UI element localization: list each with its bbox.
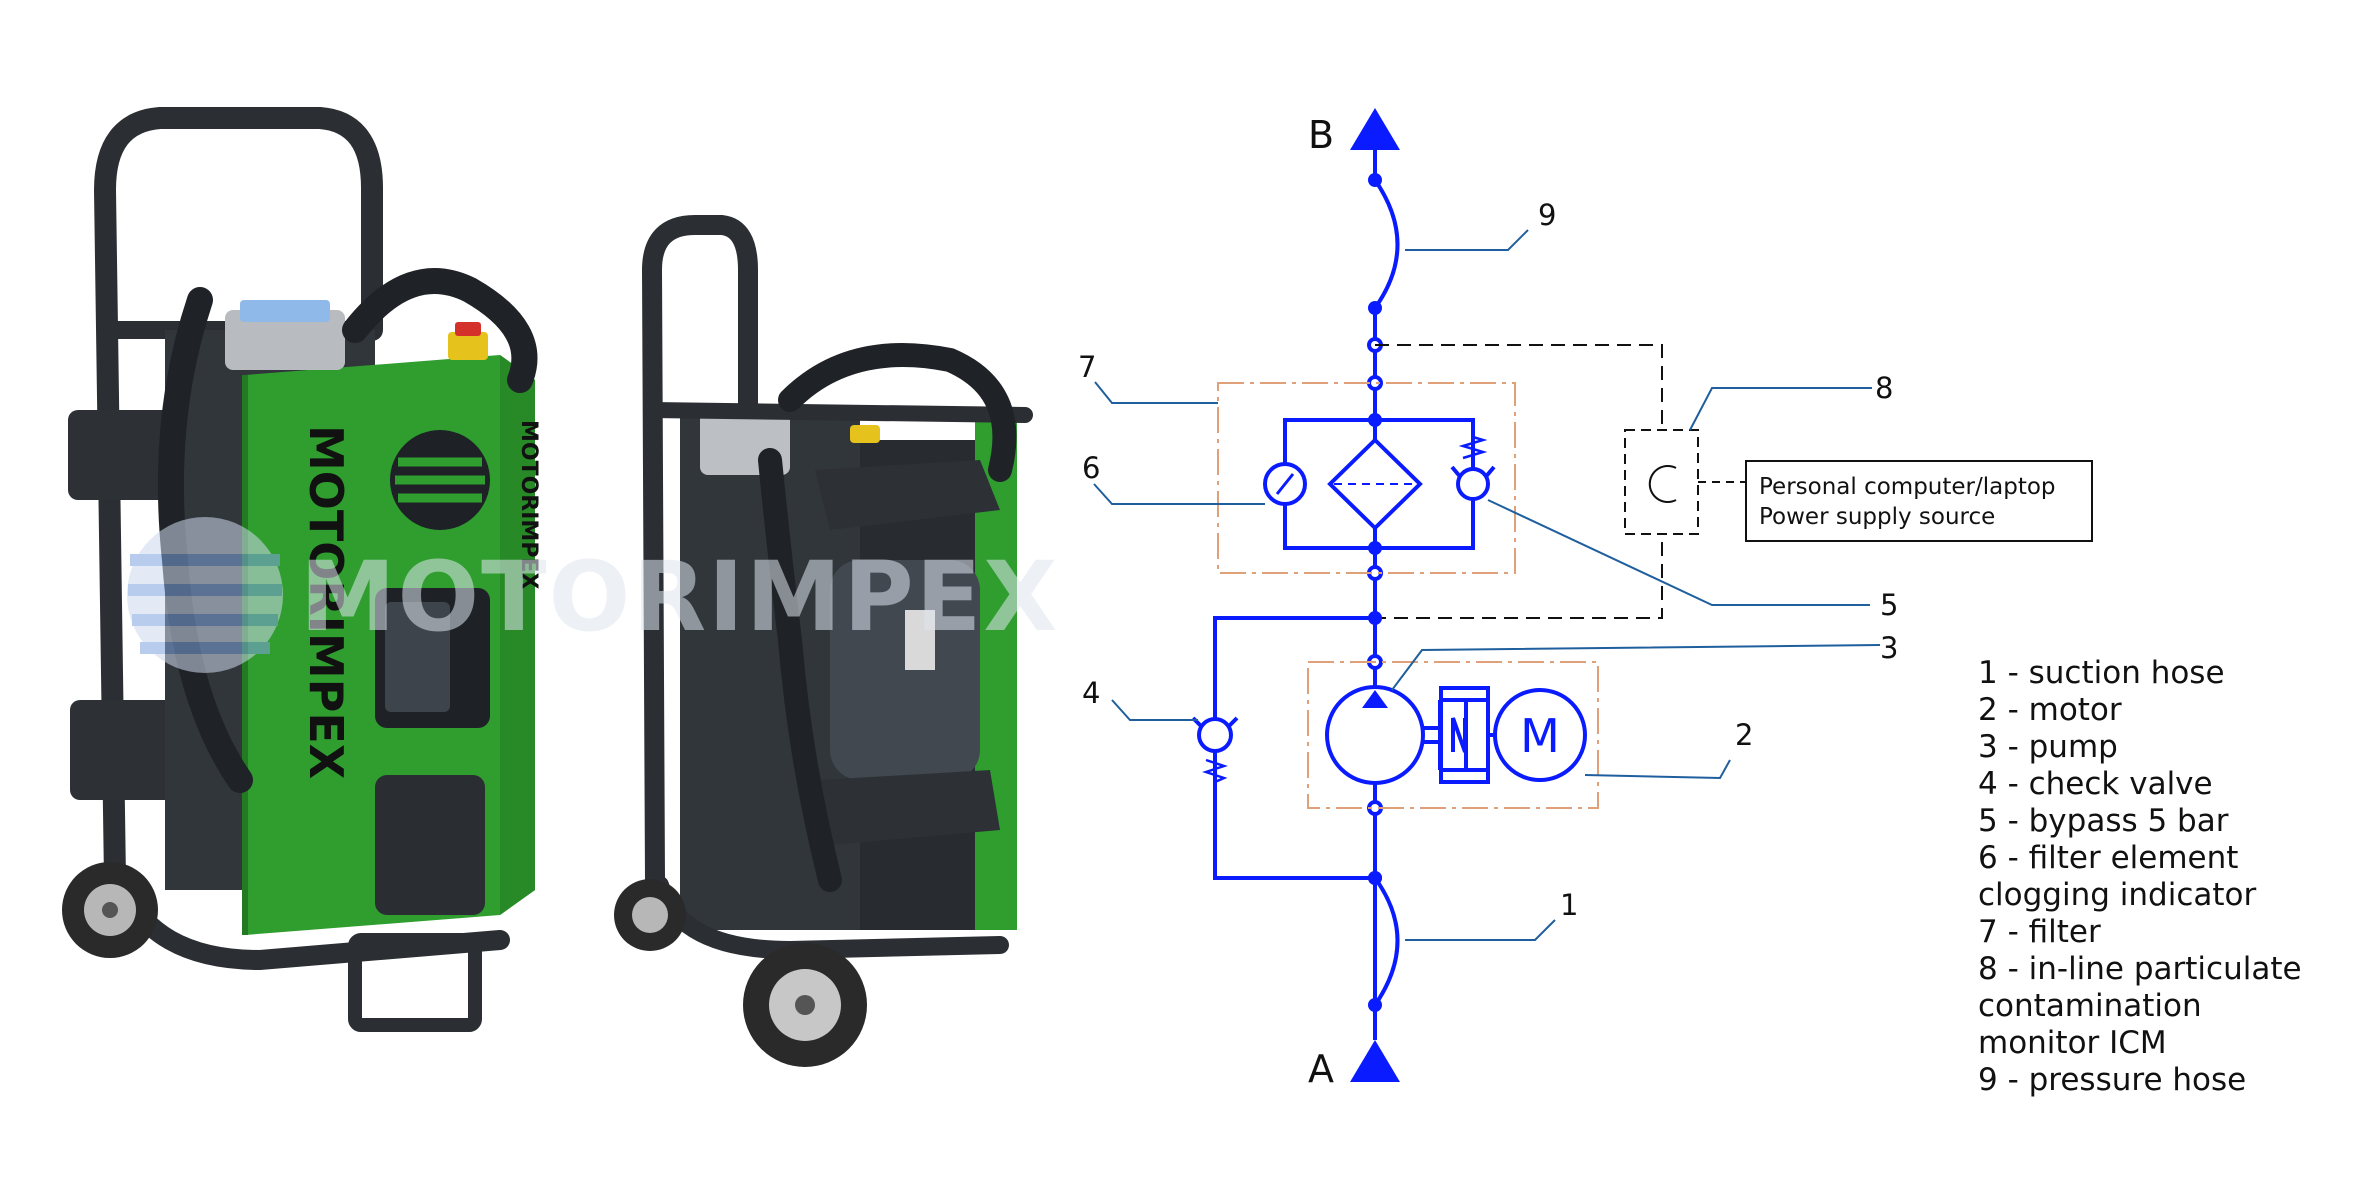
- suction-hose-1: [1373, 876, 1400, 1007]
- legend-item: 7 - filter: [1978, 914, 2101, 950]
- component-legend: 1 - suction hose 2 - motor 3 - pump 4 - …: [1978, 655, 2358, 1099]
- legend-item: monitor ICM: [1978, 1025, 2167, 1061]
- unit-front-vent: [390, 430, 490, 530]
- unit-front-handle: [93, 107, 383, 891]
- leader-5: [1487, 499, 1870, 606]
- leader-4: [1111, 699, 1198, 721]
- unit-side-hose: [778, 343, 1017, 482]
- filtration-unit-front: MOTORIMPEX MOTORIMPEX: [62, 107, 541, 1032]
- unit-front-hose: [342, 268, 538, 393]
- unit-front-filter-cap: [225, 310, 345, 370]
- callout-8: 8: [1875, 371, 1893, 405]
- pump-3: [1325, 685, 1425, 785]
- unit-side-clamp-bottom: [820, 770, 1000, 845]
- unit-front-lower-window: [375, 775, 485, 915]
- unit-front-brand-side: MOTORIMPEX: [516, 420, 541, 589]
- legend-item: 9 - pressure hose: [1978, 1062, 2247, 1098]
- legend-item: 2 - motor: [1978, 692, 2122, 728]
- callout-1: 1: [1560, 888, 1578, 922]
- legend-item: 3 - pump: [1978, 729, 2118, 765]
- shaft-coupling: [1423, 698, 1488, 772]
- leader-7: [1094, 381, 1218, 404]
- unit-front-switch: [448, 332, 488, 360]
- diagram-labels: B A 9 7 6 8 5 3 4 2 1: [1078, 113, 1898, 1091]
- filter-element-diamond: [1327, 437, 1423, 531]
- icm-sensor-icon: [1648, 465, 1677, 503]
- watermark-globe-icon: [127, 517, 283, 673]
- motor-label: M: [1520, 709, 1560, 763]
- unit-side-clamp-top: [815, 460, 1000, 530]
- callout-3: 3: [1880, 631, 1898, 665]
- callout-4: 4: [1082, 676, 1100, 710]
- leader-6: [1093, 483, 1265, 505]
- port-a-triangle: [1350, 1040, 1400, 1082]
- leader-3: [1391, 644, 1881, 691]
- motor-2: [1493, 688, 1587, 782]
- pressure-hose-9: [1373, 178, 1400, 310]
- connection-info-box: Personal computer/laptop Power supply so…: [1745, 460, 2093, 542]
- watermark: MOTORIMPEX: [127, 517, 1059, 673]
- legend-item: 6 - filter element: [1978, 840, 2239, 876]
- port-a-label: A: [1308, 1047, 1334, 1091]
- unit-side-handle: [641, 215, 758, 890]
- callout-leaders: [1093, 229, 1881, 941]
- legend-item: contamination: [1978, 988, 2202, 1024]
- callout-6: 6: [1082, 451, 1100, 485]
- icm-monitor-block: [1624, 429, 1699, 535]
- filtration-unit-side: [614, 215, 1033, 1067]
- legend-item: clogging indicator: [1978, 877, 2257, 913]
- pump-motor-boundary: [1307, 661, 1599, 809]
- leader-9: [1405, 229, 1529, 251]
- product-photo: MOTORIMPEX MOTORIMPEX: [62, 107, 1059, 1067]
- legend-item: 4 - check valve: [1978, 766, 2213, 802]
- filter-boundary-7: [1217, 382, 1516, 574]
- callout-7: 7: [1078, 350, 1096, 384]
- port-b-triangle: [1350, 108, 1400, 150]
- port-b-label: B: [1308, 113, 1334, 157]
- check-valve-4: [1191, 716, 1239, 784]
- legend-item: 8 - in-line particulate: [1978, 951, 2302, 987]
- bypass-valve-5: [1450, 435, 1496, 501]
- watermark-text: MOTORIMPEX: [300, 541, 1059, 653]
- callout-9: 9: [1538, 198, 1556, 232]
- leader-2: [1584, 759, 1731, 780]
- callout-2: 2: [1735, 718, 1753, 752]
- legend-item: 1 - suction hose: [1978, 655, 2225, 691]
- hydraulic-schematic: M: [1191, 108, 1745, 1082]
- unit-front-brand: MOTORIMPEX: [299, 425, 353, 779]
- callout-5: 5: [1880, 588, 1898, 622]
- leader-8: [1689, 387, 1872, 431]
- info-line-pc: Personal computer/laptop: [1759, 474, 2056, 500]
- info-line-power: Power supply source: [1759, 504, 1996, 530]
- leader-1: [1405, 919, 1556, 941]
- legend-item: 5 - bypass 5 bar: [1978, 803, 2229, 839]
